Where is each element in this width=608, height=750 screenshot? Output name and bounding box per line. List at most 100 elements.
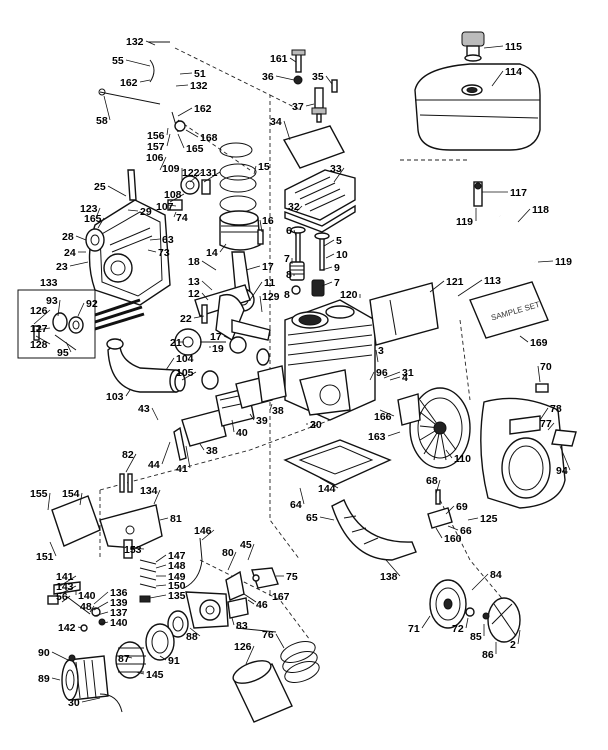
leader-line <box>305 103 315 107</box>
part-number-label: 22 <box>180 313 192 325</box>
leader-line <box>457 279 483 297</box>
leader-line <box>127 209 139 212</box>
part-number-label: 117 <box>510 187 527 199</box>
leader-line <box>159 156 167 171</box>
leader-line <box>325 75 333 85</box>
part-number-label: 16 <box>262 215 274 227</box>
part-number-label: 148 <box>168 560 186 572</box>
leader-line <box>129 547 145 550</box>
part-number-label: 7 <box>284 253 290 265</box>
gasket-105 <box>201 370 219 390</box>
part-number-label: 140 <box>78 590 96 602</box>
leader-line <box>269 403 273 411</box>
leader-line <box>165 357 175 371</box>
part-number-label: 151 <box>36 551 54 563</box>
leader-line <box>231 419 235 433</box>
leader-line <box>539 407 549 421</box>
part-number-label: 104 <box>176 353 194 365</box>
muffler <box>232 660 293 723</box>
part-number-label: 73 <box>158 247 170 259</box>
part-number-label: 122 <box>182 167 200 179</box>
starter-cup <box>487 597 521 643</box>
part-number-label: 166 <box>374 411 392 423</box>
part-number-label: 80 <box>222 547 234 559</box>
part-number-label: 137 <box>110 607 128 619</box>
part-number-label: 24 <box>64 247 76 259</box>
part-number-label: 20 <box>310 419 322 431</box>
inset-box <box>17 289 96 359</box>
leader-line <box>201 292 209 301</box>
part-number-label: 139 <box>110 597 128 609</box>
part-number-label: 107 <box>156 201 174 213</box>
leader-line <box>219 243 227 253</box>
base-plate <box>283 439 392 486</box>
leader-line <box>249 281 263 301</box>
wrist-pin <box>257 229 264 245</box>
leader-line <box>223 335 233 341</box>
part-number-label: 156 <box>147 130 165 142</box>
part-number-label: 146 <box>194 525 212 537</box>
part-number-label: 8 <box>286 269 292 281</box>
part-number-label: 17 <box>210 331 222 343</box>
leader-line <box>75 235 87 241</box>
head-shield <box>282 125 346 169</box>
washer-72 <box>482 612 490 620</box>
air-cleaner-adapter <box>145 623 175 661</box>
part-number-label: 40 <box>236 427 248 439</box>
leader-line <box>51 651 69 661</box>
part-number-label: 87 <box>118 653 130 665</box>
mount-bracket <box>427 489 453 529</box>
part-number-label: 48 <box>80 601 92 613</box>
part-number-label: 167 <box>272 591 290 603</box>
part-number-label: 38 <box>272 405 284 417</box>
part-number-label: 120 <box>340 289 358 301</box>
decal-163 <box>535 383 549 393</box>
part-number-label: 150 <box>168 580 186 592</box>
leader-line <box>81 697 101 703</box>
part-number-label: 147 <box>168 550 186 562</box>
washer-71 <box>465 607 475 617</box>
leader-line <box>483 45 504 49</box>
lower-shroud <box>331 499 417 561</box>
leader-line <box>97 217 105 229</box>
leader-line <box>99 621 109 625</box>
part-number-label: 21 <box>170 337 182 349</box>
leader-line <box>125 59 151 67</box>
leader-line <box>231 617 235 626</box>
leader-line <box>193 315 205 319</box>
leader-line <box>181 371 197 381</box>
part-number-label: 32 <box>288 201 300 213</box>
part-number-label: 83 <box>236 620 248 632</box>
leader-line <box>169 193 185 203</box>
part-number-label: 68 <box>426 475 438 487</box>
leader-line <box>151 407 159 421</box>
part-number-label: 113 <box>484 275 501 287</box>
leader-line <box>123 655 133 659</box>
part-number-label: 109 <box>162 163 180 175</box>
intake-elbow <box>106 338 186 393</box>
fuel-shutoff-valve <box>473 181 537 263</box>
part-number-label: 131 <box>200 167 218 179</box>
leader-line <box>275 633 285 649</box>
part-number-label: 84 <box>490 569 502 581</box>
part-number-label: 85 <box>470 631 482 643</box>
piston-rings <box>219 142 257 213</box>
part-number-label: 114 <box>505 66 522 78</box>
leader-line <box>375 349 379 363</box>
part-number-label: 58 <box>96 115 108 127</box>
part-number-label: 14 <box>206 247 218 259</box>
part-number-label: 165 <box>84 213 102 225</box>
part-number-label: 69 <box>456 501 468 513</box>
leader-line <box>471 573 489 591</box>
part-number-label: 72 <box>452 623 464 635</box>
crankcase-cover <box>88 169 171 306</box>
valves <box>290 226 330 271</box>
part-number-label: 140 <box>110 617 128 629</box>
part-number-label: 153 <box>124 544 142 556</box>
part-number-label: 19 <box>212 343 224 355</box>
fuel-tank <box>414 63 541 151</box>
part-number-label: 5 <box>336 235 342 247</box>
leader-line <box>247 599 255 605</box>
leader-line <box>519 335 529 343</box>
